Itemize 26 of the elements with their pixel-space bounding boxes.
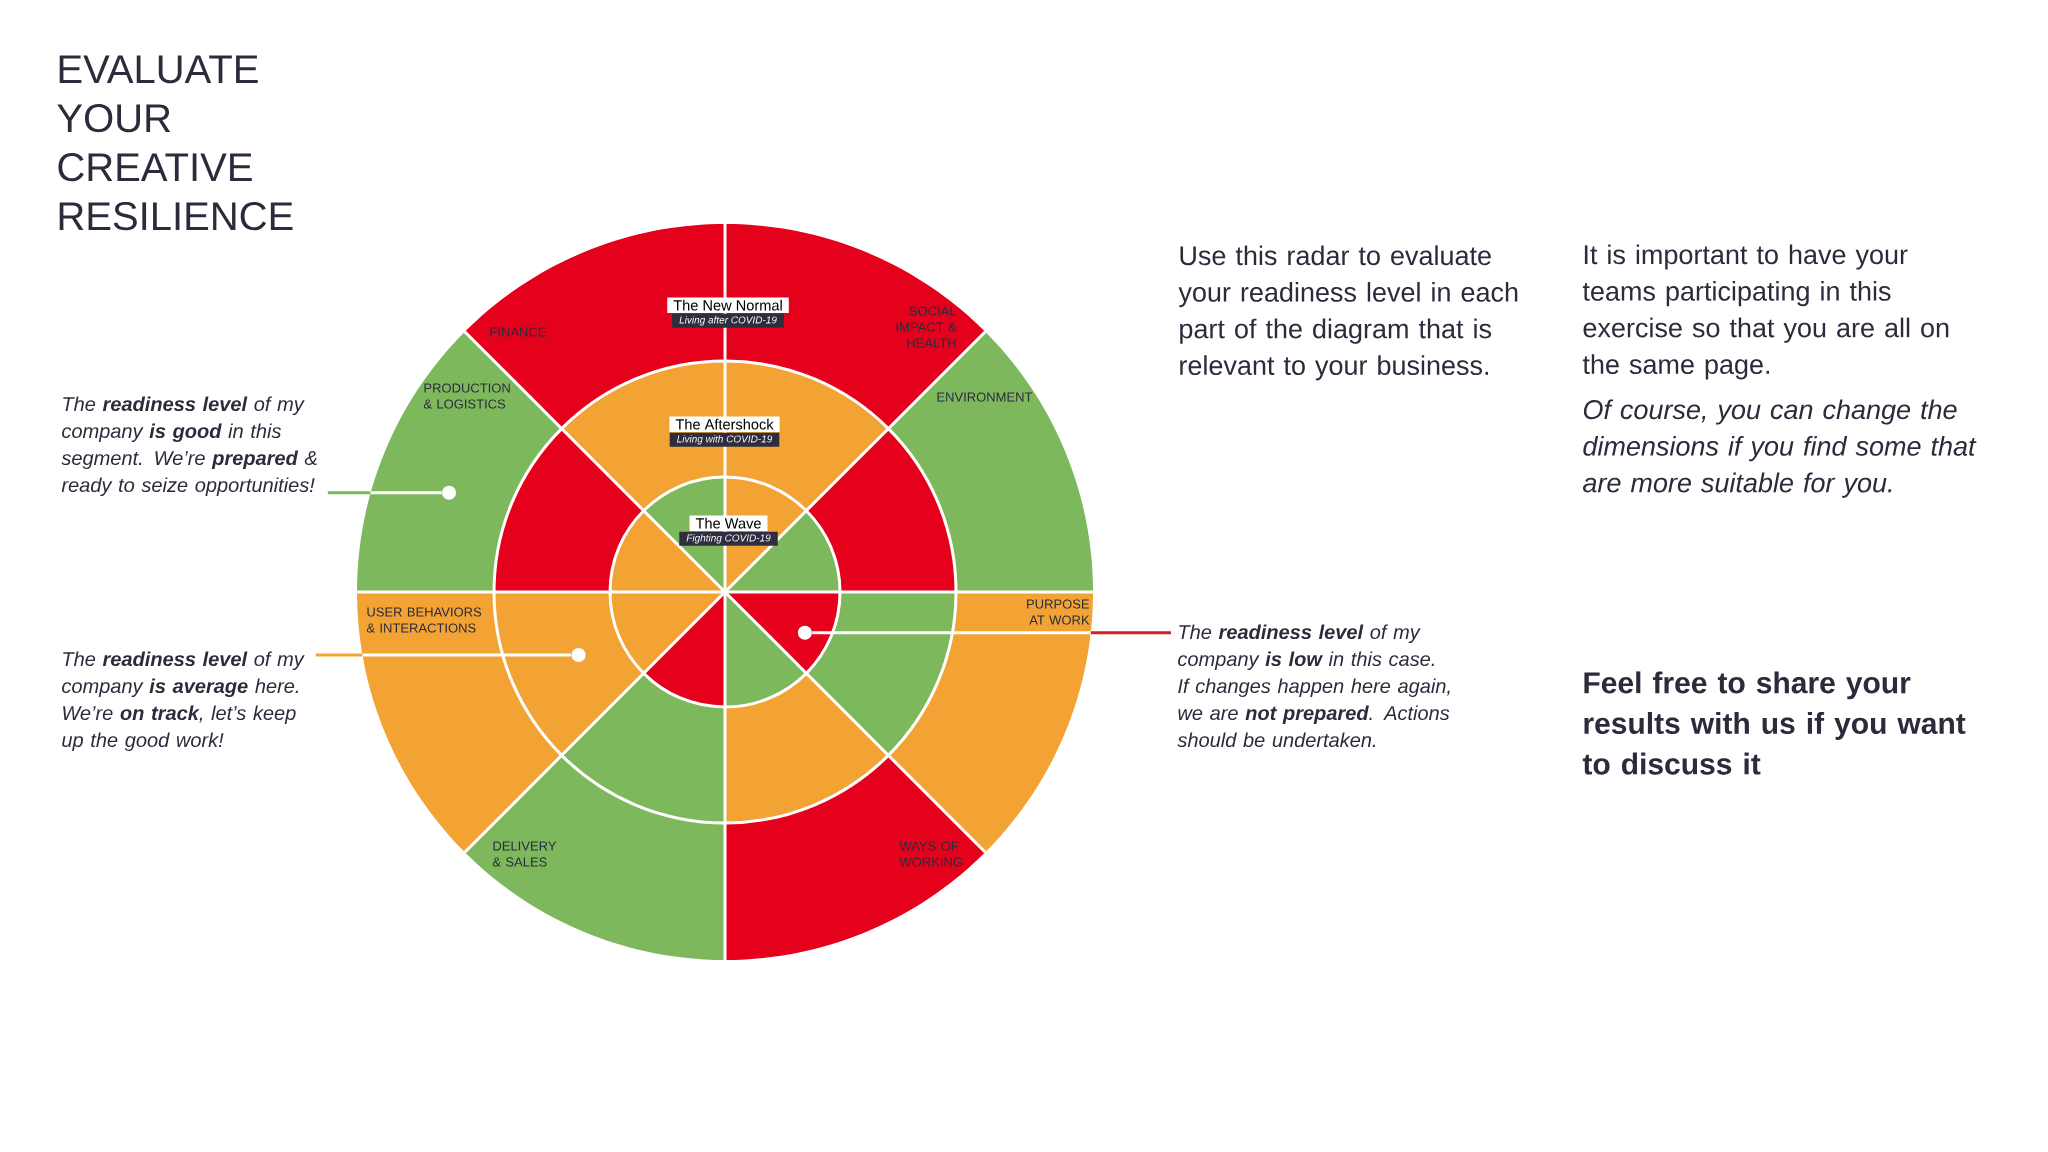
leader-line <box>812 631 1171 635</box>
radar-segment <box>806 592 956 756</box>
callout-text: The readiness level of my company is average here. We’re on track, let’s keep up the good work! <box>62 651 305 752</box>
leader-line <box>327 491 442 495</box>
node-label: USER BEHAVIORS & INTERACTIONS <box>366 607 482 633</box>
radar-segment <box>494 428 644 592</box>
callout-text: The readiness level of my company is good in this segment. We’re prepared & ready to seize opportunities! <box>61 396 317 497</box>
radar-segment <box>561 673 725 823</box>
callout-text: The readiness level of my company is low in this case. If changes happen here again, we are not prepared. Actions should be undertaken. <box>1177 624 1450 748</box>
radar-segment: DELIVERY & SALES <box>464 755 725 960</box>
instruction-text: Use this radar to evaluate your readiness level in each part of the diagram that is relevant to your business. <box>1178 245 1518 381</box>
marker-dot <box>571 648 586 663</box>
share-heading: Feel free to share your results with us if you want to discuss it <box>1582 671 1966 775</box>
radar-segment: WAYS OF WORKING <box>725 755 986 960</box>
radar-segment <box>494 592 644 756</box>
ring-title-label: The Wave <box>689 515 768 531</box>
ring-title-label: The Aftershock <box>669 416 780 432</box>
slide-title: EVALUATE YOUR CREATIVE RESILIENCE <box>57 55 293 231</box>
marker-dot <box>442 485 456 500</box>
marker-dot <box>797 625 812 640</box>
ring-title-label: The New Normal <box>667 297 789 313</box>
radar-segment <box>725 673 889 823</box>
instruction-text: It is important to have your teams participating in this exercise so that you are all on the same page. <box>1582 244 1949 380</box>
leader-line <box>315 653 572 657</box>
radar-segment <box>806 428 956 592</box>
note-text: Of course, you can change the dimensions if you find some that are more suitable for you. <box>1583 399 1977 498</box>
